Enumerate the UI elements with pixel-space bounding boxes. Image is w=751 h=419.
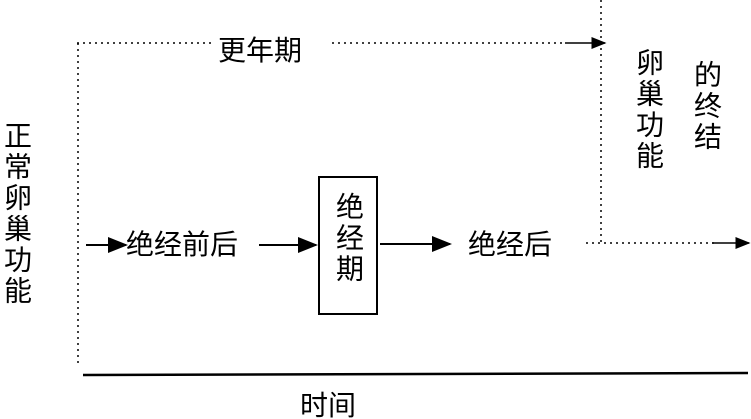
time-axis bbox=[82, 371, 749, 377]
normal-ovarian-function-label: 正常卵巢功能 bbox=[0, 121, 33, 307]
time-axis-label: 时间 bbox=[300, 389, 357, 419]
ovarian-function-label: 卵巢功能 bbox=[632, 48, 665, 172]
end-label: 的终结 bbox=[690, 60, 723, 153]
perimenopause-label: 绝经前后 bbox=[126, 228, 239, 261]
postmenopause-label: 绝经后 bbox=[468, 228, 553, 261]
menopause-label: 绝经期 bbox=[332, 192, 365, 285]
climacteric-label: 更年期 bbox=[218, 34, 303, 67]
menopause-box: 绝经期 bbox=[318, 176, 378, 315]
